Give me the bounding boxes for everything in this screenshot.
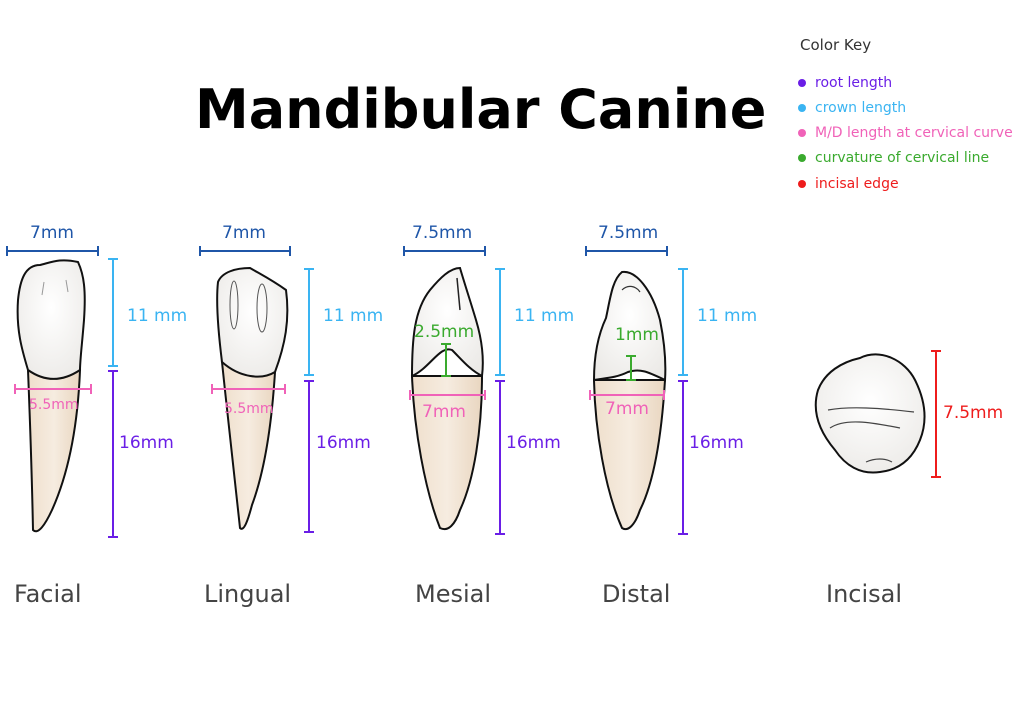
facial-width-bar (6, 246, 99, 256)
mesial-curvature-label: 2.5mm (414, 322, 475, 342)
distal-curvature-label: 1mm (615, 325, 659, 345)
lingual-crown-bar (304, 268, 314, 376)
view-label-facial: Facial (14, 580, 82, 608)
crown-length-dot-icon (798, 104, 806, 112)
view-label-lingual: Lingual (204, 580, 292, 608)
lingual-tooth (216, 266, 289, 530)
view-label-distal: Distal (602, 580, 671, 608)
key-item-curvature: curvature of cervical line (798, 150, 989, 166)
facial-crown-length-label: 11 mm (127, 306, 188, 326)
distal-cervical-label: 7mm (605, 399, 649, 419)
view-label-incisal: Incisal (826, 580, 903, 608)
mesial-root-bar (495, 380, 505, 535)
key-label: curvature of cervical line (815, 150, 990, 166)
lingual-cervical-label: 5.5mm (224, 401, 274, 417)
facial-tooth (16, 259, 86, 533)
key-item-md-cervical: M/D length at cervical curve (798, 125, 1013, 141)
distal-tooth (592, 270, 667, 530)
distal-root-length-label: 16mm (689, 433, 744, 453)
distal-curvature-bar (626, 355, 636, 381)
color-key-title: Color Key (800, 36, 872, 54)
incisal-tooth (814, 353, 926, 474)
key-item-crown-length: crown length (798, 100, 906, 116)
key-label: incisal edge (815, 176, 899, 192)
key-item-root-length: root length (798, 75, 892, 91)
distal-width-bar (585, 246, 668, 256)
distal-width-label: 7.5mm (598, 223, 659, 243)
mesial-tooth (410, 266, 484, 530)
incisal-edge-bar (931, 350, 941, 478)
lingual-root-length-label: 16mm (316, 433, 371, 453)
facial-root-bar (108, 370, 118, 538)
facial-root-length-label: 16mm (119, 433, 174, 453)
distal-crown-length-label: 11 mm (697, 306, 758, 326)
mesial-curvature-bar (441, 343, 451, 377)
mesial-crown-length-label: 11 mm (514, 306, 575, 326)
facial-width-label: 7mm (30, 223, 74, 243)
key-label: crown length (815, 100, 907, 116)
mesial-width-bar (403, 246, 486, 256)
mesial-root-length-label: 16mm (506, 433, 561, 453)
facial-crown-bar (108, 258, 118, 367)
lingual-root-bar (304, 380, 314, 533)
incisal-edge-label: 7.5mm (943, 403, 1004, 423)
mesial-cervical-bar (409, 390, 486, 400)
mesial-crown-bar (495, 268, 505, 376)
curvature-dot-icon (798, 154, 806, 162)
mesial-width-label: 7.5mm (412, 223, 473, 243)
facial-cervical-bar (14, 384, 92, 394)
diagram-title: Mandibular Canine (195, 78, 767, 141)
lingual-width-label: 7mm (222, 223, 266, 243)
distal-root-bar (678, 380, 688, 535)
mesial-cervical-label: 7mm (422, 402, 466, 422)
facial-cervical-label: 5.5mm (29, 397, 79, 413)
incisal-edge-dot-icon (798, 180, 806, 188)
lingual-width-bar (199, 246, 291, 256)
distal-cervical-bar (589, 390, 665, 400)
key-label: M/D length at cervical curve (815, 125, 1013, 141)
distal-crown-bar (678, 268, 688, 376)
key-item-incisal-edge: incisal edge (798, 176, 899, 192)
lingual-cervical-bar (211, 384, 286, 394)
key-label: root length (815, 75, 893, 91)
view-label-mesial: Mesial (415, 580, 492, 608)
root-length-dot-icon (798, 79, 806, 87)
md-cervical-dot-icon (798, 129, 806, 137)
lingual-crown-length-label: 11 mm (323, 306, 384, 326)
